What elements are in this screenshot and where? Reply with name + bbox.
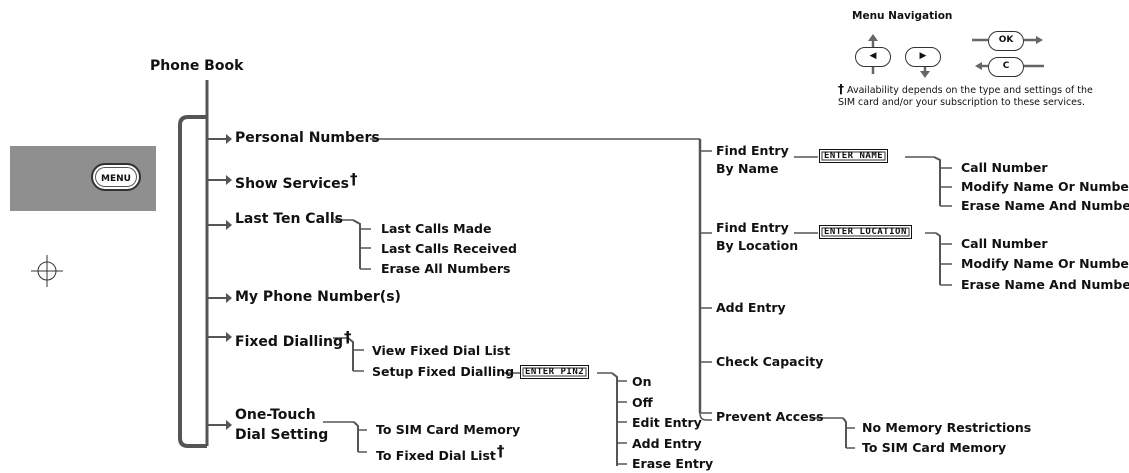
pin2-option-off[interactable]: Off: [632, 395, 653, 410]
footnote-line-1: Availability depends on the type and set…: [847, 85, 1093, 96]
submenu-find-entry-by-name-line1[interactable]: Find Entry: [716, 143, 789, 158]
submenu-setup-fixed-dialling[interactable]: Setup Fixed Dialling: [372, 364, 515, 379]
footnote-line-2: SIM card and/or your subscription to the…: [838, 97, 1085, 108]
action-erase-by-name[interactable]: Erase Name And Number: [961, 198, 1129, 213]
menu-item-last-ten-calls[interactable]: Last Ten Calls: [235, 211, 343, 227]
action-erase-by-location[interactable]: Erase Name And Number: [961, 277, 1129, 292]
submenu-find-entry-by-location-line1[interactable]: Find Entry: [716, 220, 789, 235]
action-modify-by-location[interactable]: Modify Name Or Number: [961, 256, 1129, 271]
submenu-last-calls-made[interactable]: Last Calls Made: [381, 221, 492, 236]
action-call-number-by-location[interactable]: Call Number: [961, 236, 1048, 251]
submenu-view-fixed-dial-list[interactable]: View Fixed Dial List: [372, 343, 511, 358]
pin2-option-on[interactable]: On: [632, 374, 652, 389]
menu-item-one-touch-line1[interactable]: One-Touch: [235, 407, 316, 423]
option-no-memory-restrictions[interactable]: No Memory Restrictions: [862, 420, 1032, 435]
pin2-option-add-entry[interactable]: Add Entry: [632, 436, 702, 451]
menu-item-show-services[interactable]: Show Services†: [235, 170, 358, 192]
nav-left-key-icon[interactable]: ◀: [855, 47, 891, 67]
submenu-prevent-access[interactable]: Prevent Access: [716, 409, 824, 424]
submenu-find-entry-by-name-line2[interactable]: By Name: [716, 161, 779, 176]
c-key-icon[interactable]: C: [988, 57, 1024, 77]
submenu-last-calls-received[interactable]: Last Calls Received: [381, 241, 517, 256]
menu-item-fixed-dialling[interactable]: Fixed Dialling†: [235, 328, 352, 350]
menu-item-one-touch-line2[interactable]: Dial Setting: [235, 427, 329, 443]
submenu-to-sim-card-memory[interactable]: To SIM Card Memory: [376, 422, 521, 437]
pin2-option-erase-entry[interactable]: Erase Entry: [632, 456, 714, 471]
pin2-option-edit-entry[interactable]: Edit Entry: [632, 415, 702, 430]
root-title: Phone Book: [150, 58, 244, 74]
menu-item-personal-numbers[interactable]: Personal Numbers: [235, 130, 380, 146]
submenu-add-entry[interactable]: Add Entry: [716, 300, 786, 315]
availability-footnote: † Availability depends on the type and s…: [838, 83, 1128, 109]
submenu-to-fixed-dial-list[interactable]: To Fixed Dial List†: [376, 442, 505, 463]
enter-name-prompt: ENTER NAME: [819, 149, 889, 163]
option-to-sim-card-memory[interactable]: To SIM Card Memory: [862, 440, 1007, 455]
nav-right-key-icon[interactable]: ▶: [905, 47, 941, 67]
menu-item-my-phone-numbers[interactable]: My Phone Number(s): [235, 289, 401, 305]
action-call-number-by-name[interactable]: Call Number: [961, 160, 1048, 175]
submenu-check-capacity[interactable]: Check Capacity: [716, 354, 824, 369]
submenu-erase-all-numbers[interactable]: Erase All Numbers: [381, 261, 511, 276]
submenu-find-entry-by-location-line2[interactable]: By Location: [716, 238, 799, 253]
navigation-legend-title: Menu Navigation: [852, 10, 953, 22]
footnote-dagger: †: [838, 82, 844, 96]
ok-key-icon[interactable]: OK: [988, 31, 1024, 51]
menu-key-button[interactable]: MENU: [91, 163, 141, 191]
enter-location-prompt: ENTER LOCATION: [819, 225, 912, 239]
enter-pin2-prompt: ENTER PIN2: [520, 365, 590, 379]
action-modify-by-name[interactable]: Modify Name Or Number: [961, 179, 1129, 194]
